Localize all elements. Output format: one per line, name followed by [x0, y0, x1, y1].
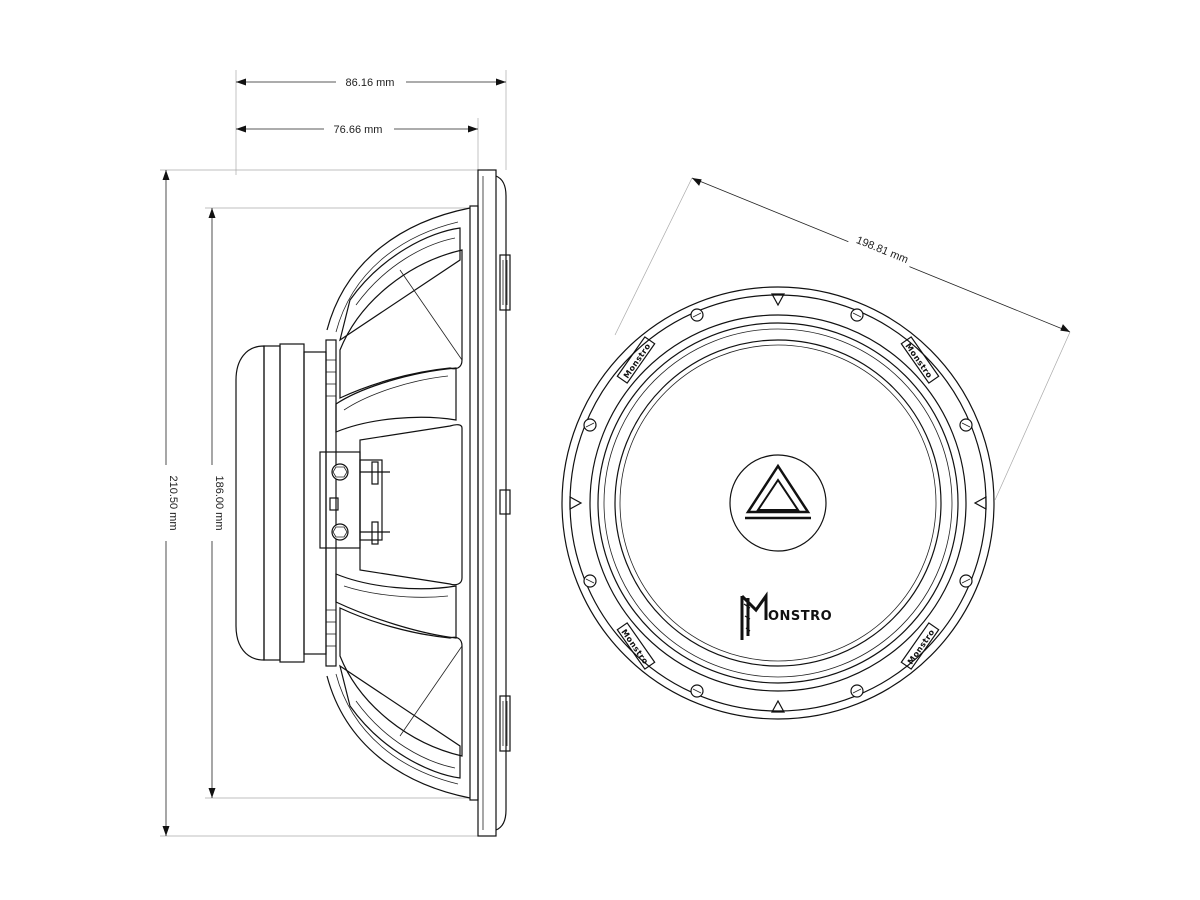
cutout-diameter-label: 186.00 mm [213, 475, 225, 530]
triangle-logo-icon [745, 463, 811, 520]
overall-depth-label: 86.16 mm [346, 77, 395, 89]
triangle-marker-icon [973, 495, 987, 511]
surround-outer [597, 322, 959, 684]
bolt-hole-icon [959, 418, 973, 432]
dim-cutout-diameter: 186.00 mm [204, 208, 225, 798]
outer-frame-ring [561, 286, 995, 720]
dim-bolt-circle: 198.81 mm [614, 177, 1071, 501]
motor-assembly [235, 339, 337, 667]
dust-cap [729, 454, 827, 552]
monstro-m-mark-icon [740, 591, 768, 640]
rim-markers [569, 293, 987, 713]
triangle-marker-icon [770, 699, 786, 713]
brand-logo-text: ONSTRO [768, 609, 832, 624]
bolt-hole-icon [690, 308, 704, 322]
bolt-hole-icon [583, 574, 597, 588]
side-view: 86.16 mm 76.66 mm 210.50 mm 186.00 mm [158, 70, 511, 837]
dim-outer-diameter: 210.50 mm [158, 170, 179, 836]
triangle-marker-icon [569, 495, 583, 511]
terminal-block [319, 451, 390, 549]
dim-mounting-depth: 76.66 mm [236, 121, 478, 137]
bolt-hole-icon [850, 684, 864, 698]
bolt-hole-icon [959, 574, 973, 588]
flange-tabs [499, 254, 511, 752]
brand-logo: ONSTRO [740, 591, 832, 640]
mounting-flange [469, 169, 507, 837]
triangle-marker-icon [770, 293, 786, 307]
outer-diameter-label: 210.50 mm [167, 475, 179, 530]
front-view: 198.81 mm [561, 177, 1071, 720]
bolt-holes [583, 308, 973, 698]
bolt-hole-icon [850, 308, 864, 322]
surround-inner [614, 339, 942, 667]
bolt-ring-inner [589, 314, 967, 692]
bolt-hole-icon [690, 684, 704, 698]
surround-mid [603, 328, 953, 678]
cone-edge [619, 344, 937, 662]
bolt-hole-icon [583, 418, 597, 432]
dim-overall-depth: 86.16 mm [236, 74, 506, 90]
mounting-depth-label: 76.66 mm [334, 124, 383, 136]
basket [326, 207, 471, 799]
